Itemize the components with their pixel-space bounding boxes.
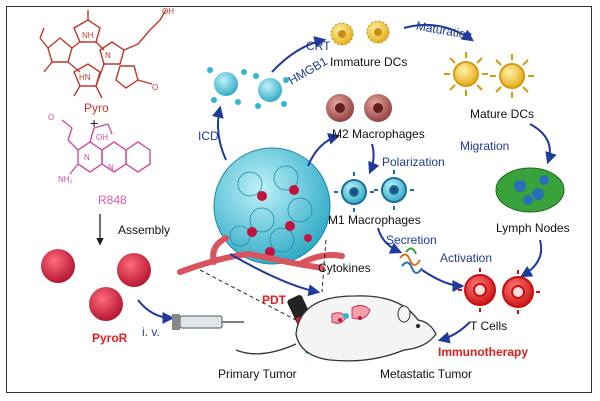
assembly-label: Assembly <box>118 223 170 237</box>
mature-dcs-label: Mature DCs <box>470 107 534 121</box>
pyro-atom-o: O <box>152 83 158 92</box>
plus-sign: + <box>90 115 98 131</box>
r848-atom-nh2: NH₂ <box>58 175 73 184</box>
hmgb1-label: HMGB1 <box>286 54 330 88</box>
tumor-to-mouse-arrow <box>229 253 321 297</box>
r848-atom-n1: N <box>84 153 90 162</box>
mouse-illustration <box>235 295 437 362</box>
r848-atom-n2: N <box>108 163 114 172</box>
cytokine-to-tcell-arrow <box>421 269 465 292</box>
pdt-label: PDT <box>262 293 287 307</box>
icd-arrow <box>211 105 227 161</box>
pyro-atom-oh: OH <box>162 7 174 16</box>
crt-arrow <box>271 36 327 73</box>
tcell-to-mouse-arrow <box>437 321 471 344</box>
icd-label: ICD <box>198 129 219 143</box>
figure-border <box>6 6 592 393</box>
syringe-icon <box>172 314 244 330</box>
pyro-atom-n: N <box>105 51 111 60</box>
pyror-nanoparticles <box>41 249 151 321</box>
cytokine-cluster-icon <box>399 247 423 274</box>
r848-label: R848 <box>98 193 127 207</box>
maturation-label: Maturation <box>415 19 473 43</box>
mature-dc-cells <box>444 52 534 98</box>
r848-atom-o: O <box>48 113 54 122</box>
m2-macrophage-cells <box>326 94 392 122</box>
immunotherapy-label: Immunotherapy <box>438 345 528 359</box>
zoom-line-right <box>321 239 327 293</box>
immature-dc-cells <box>330 20 390 46</box>
r848-structure <box>61 119 151 175</box>
migration-label: Migration <box>460 139 509 153</box>
r848-atom-oh: OH <box>96 133 108 142</box>
polarization-label: Polarization <box>382 155 445 169</box>
iv-label: i. v. <box>142 325 160 339</box>
immature-dcs-label: Immature DCs <box>330 55 407 69</box>
m2-label: M2 Macrophages <box>332 127 425 141</box>
pyror-label: PyroR <box>92 331 128 345</box>
maturation-arrow <box>403 23 474 42</box>
m1-label: M1 Macrophages <box>328 213 421 227</box>
iv-arrow <box>137 299 175 324</box>
primary-tumor-label: Primary Tumor <box>218 367 297 381</box>
pyro-structure <box>39 9 167 99</box>
tumor-to-m2-arrow <box>307 133 341 167</box>
icd-debris-clusters <box>207 67 289 109</box>
primary-tumor-mass <box>213 147 331 265</box>
t-cell-cells <box>458 268 540 314</box>
pyro-atom-nh: NH <box>82 31 94 40</box>
lymph-node-icon <box>495 167 565 213</box>
blood-vessels <box>177 235 345 275</box>
secretion-label: Secretion <box>386 233 437 247</box>
t-cells-label: T Cells <box>470 319 507 333</box>
lymph-nodes-label: Lymph Nodes <box>496 221 570 235</box>
cytokines-label: Cytokines <box>318 261 371 275</box>
activation-arrow <box>519 239 543 278</box>
pyro-atom-hn: HN <box>79 73 91 82</box>
secretion-arrow <box>377 227 403 254</box>
m1-macrophage-cells <box>334 170 414 212</box>
migration-arrow <box>529 123 557 165</box>
metastatic-tumor-label: Metastatic Tumor <box>380 367 472 381</box>
polarization-arrow <box>368 143 380 175</box>
activation-label: Activation <box>440 251 492 265</box>
pyro-label: Pyro <box>84 101 109 115</box>
